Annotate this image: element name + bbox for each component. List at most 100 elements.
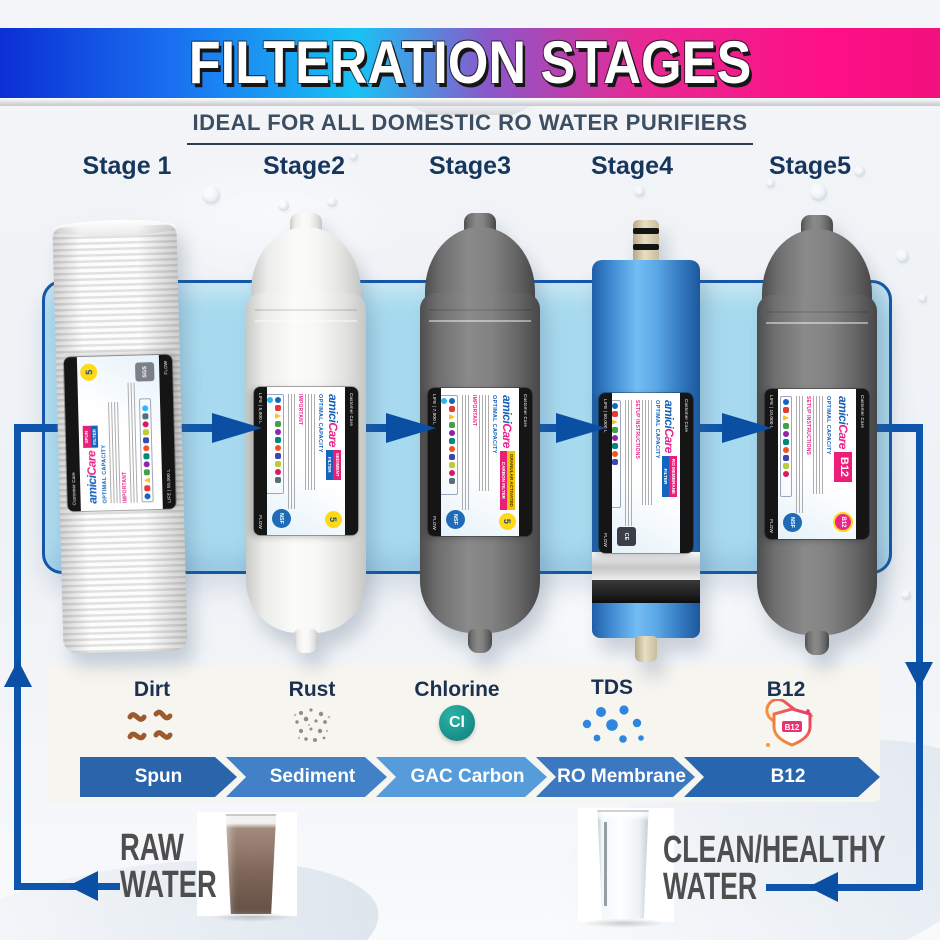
filter-stage-3-gac-carbon: Customer Care amiciCare GRANULAR ACTIVAT…: [420, 213, 540, 671]
flow-text: FLOW: [432, 516, 437, 530]
subtitle: IDEAL FOR ALL DOMESTIC RO WATER PURIFIER…: [192, 110, 748, 135]
capacity-heading: OPTIMAL CAPACITY: [653, 400, 660, 459]
fine-print-lines: [795, 396, 803, 513]
svg-text:B12: B12: [785, 723, 800, 732]
brand-text: amiciCare: [326, 394, 341, 447]
tds-dots-icon: [579, 703, 645, 752]
fine-print-lines: [305, 394, 315, 491]
customer-care-text: Customer Care: [349, 393, 354, 427]
nsf-badge: NSF: [783, 513, 802, 532]
cert-icons: [267, 394, 284, 494]
flow-line-left-vertical: [14, 424, 21, 888]
flow-text: FLOW: [769, 519, 774, 533]
contaminant-chlorine-label: Chlorine: [414, 678, 500, 701]
ce-badge: CE: [617, 527, 636, 546]
stage-label-1: Stage 1: [82, 152, 172, 180]
droplet-icon: [901, 590, 911, 600]
flow-arrow-right-2-icon: [386, 413, 436, 443]
contaminant-dirt-label: Dirt: [133, 678, 171, 701]
contaminant-tds-label: TDS: [591, 676, 633, 699]
fine-print-lines: [641, 400, 652, 506]
title-banner: FILTERATION STAGES: [0, 28, 940, 98]
flow-arrow-clean-icon: [808, 872, 838, 902]
filter-label-stage-5: Customer Care amiciCare B12 B12 OPTIMAL …: [765, 389, 869, 539]
chevron-spun: Spun: [80, 757, 237, 797]
rust-specks-icon: [289, 705, 335, 752]
fine-print-lines: [813, 396, 823, 494]
fine-print-lines: [479, 395, 489, 492]
flow-line-raw-horizontal: [14, 883, 120, 890]
stage-label-5: Stage5: [769, 152, 851, 180]
note-heading: SETUP INSTRUCTIONS: [805, 396, 811, 456]
chevron-b12: B12: [684, 757, 880, 797]
droplet-icon: [349, 152, 358, 161]
filter-type-band: B12: [834, 451, 852, 483]
cert-icons: [780, 396, 792, 498]
fine-print-lines: [461, 395, 469, 511]
cert-icons: [138, 398, 154, 503]
sgs-badge: SGS: [135, 362, 155, 382]
customer-care-text: Customer Care: [70, 472, 77, 506]
droplet-icon: [327, 197, 337, 207]
membrane-stem: [635, 636, 657, 662]
brand-text: amiciCare: [662, 400, 677, 453]
dirt-squiggles-icon: [123, 706, 181, 753]
capacity-badge: 5: [325, 511, 342, 528]
raw-water-label: RAW WATER: [120, 827, 217, 906]
droplet-icon: [918, 294, 927, 303]
b12-badge: B12: [833, 512, 853, 532]
filter-label-stage-3: Customer Care amiciCare GRANULAR ACTIVAT…: [428, 388, 532, 536]
droplet-icon: [896, 250, 909, 263]
note-heading: SETUP INSTRUCTIONS: [633, 400, 640, 460]
stage-label-2: Stage2: [263, 152, 345, 180]
droplet-icon: [634, 186, 645, 197]
flow-arrow-raw-icon: [68, 871, 98, 901]
stage-label-3: Stage3: [429, 152, 511, 180]
life-text: LIFE | 50,000 L: [165, 468, 172, 503]
flow-text: FLOW: [162, 360, 169, 375]
b12-capsule-shield-icon: B12: [755, 697, 817, 756]
clean-water-glass: [597, 810, 649, 919]
chevron-gac-carbon: GAC Carbon: [376, 757, 547, 797]
flow-line-right-vertical: [916, 424, 923, 890]
flow-text: FLOW: [258, 515, 263, 529]
capacity-heading: OPTIMAL CAPACITY: [491, 395, 497, 454]
clean-water-label: CLEAN/HEALTHY WATER: [663, 829, 886, 908]
capacity-heading: OPTIMAL CAPACITY: [101, 444, 109, 504]
nsf-badge: NSF: [272, 509, 291, 528]
banner-edge-decoration: [0, 98, 940, 106]
fine-print-lines: [127, 382, 139, 503]
droplet-icon: [810, 184, 827, 201]
nsf-badge: NSF: [446, 510, 465, 529]
flow-text: FLOW: [603, 533, 608, 547]
flow-arrow-right-1-icon: [212, 413, 262, 443]
banner-notch-decoration: [410, 106, 532, 115]
note-heading: IMPORTANT: [471, 395, 477, 427]
flow-arrow-down-icon: [905, 662, 933, 689]
capacity-heading: OPTIMAL CAPACITY: [825, 396, 831, 455]
capacity-heading: OPTIMAL CAPACITY: [317, 394, 323, 453]
cert-icons: [441, 395, 458, 495]
membrane-nozzle: [633, 220, 659, 264]
brand-text: amiciCare: [836, 396, 850, 449]
customer-care-text: Customer Care: [684, 399, 689, 433]
stage-label-4: Stage4: [591, 152, 673, 180]
droplet-icon: [854, 166, 865, 177]
capacity-badge: 5: [499, 512, 516, 530]
cert-icons: [612, 400, 621, 509]
brand-text: amiciCare: [83, 450, 100, 504]
flow-arrow-right-3-icon: [556, 413, 606, 443]
fine-print-lines: [108, 402, 121, 504]
droplet-icon: [278, 200, 289, 211]
fine-print-lines: [623, 400, 632, 526]
chlorine-circle-icon: Cl: [439, 705, 475, 741]
